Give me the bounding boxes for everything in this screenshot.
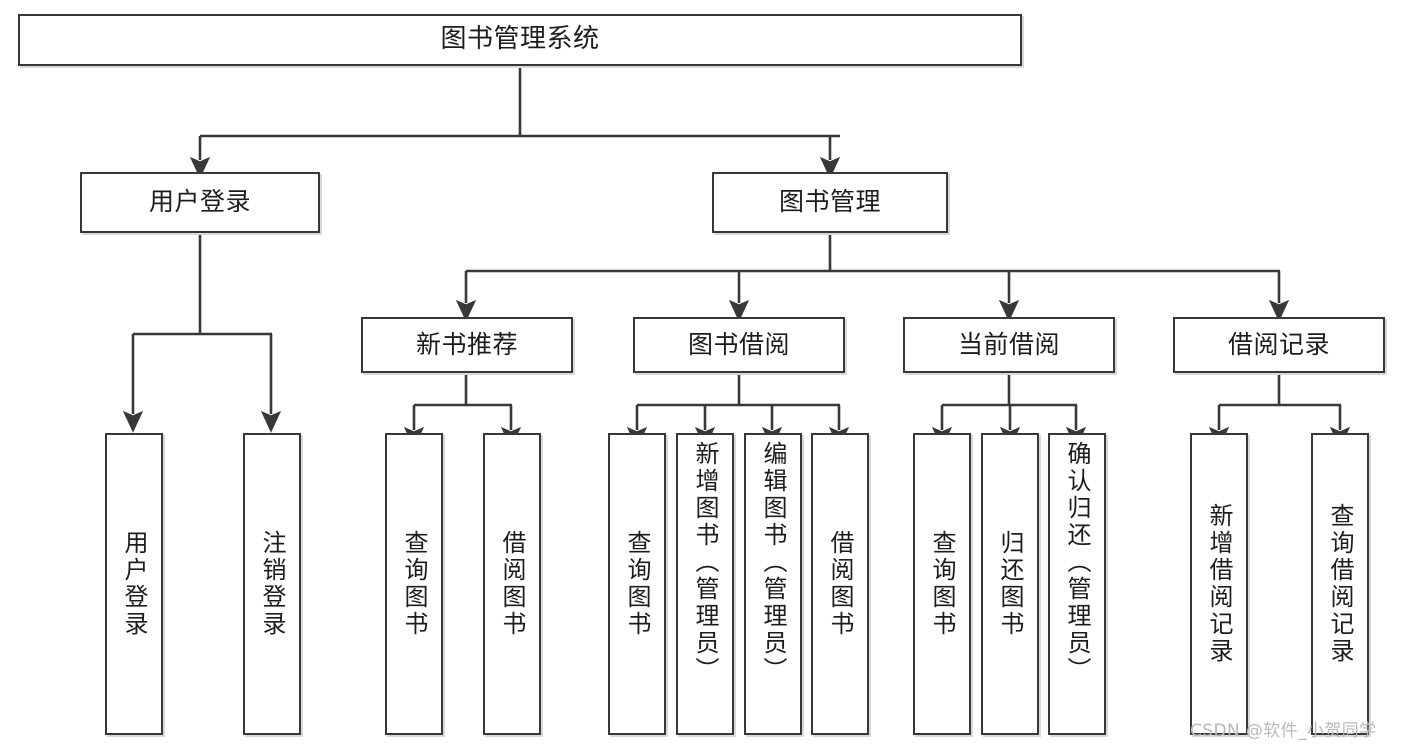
node-root-label: 图书管理系统 <box>440 24 600 55</box>
node-leaf-query-book-2[interactable]: 查询图书 <box>608 433 666 735</box>
node-book-borrow-label: 图书借阅 <box>687 329 790 359</box>
node-leaf-edit-book-label: 编辑图书（管理员） <box>759 441 787 684</box>
node-book-manage[interactable]: 图书管理 <box>712 172 948 233</box>
node-leaf-confirm-return-label: 确认归还（管理员） <box>1063 441 1091 684</box>
node-borrow-record-label: 借阅记录 <box>1227 329 1330 359</box>
node-current-borrow-label: 当前借阅 <box>957 329 1060 359</box>
node-leaf-query-book-2-label: 查询图书 <box>623 530 651 638</box>
node-leaf-query-book-3-label: 查询图书 <box>928 530 956 638</box>
node-leaf-edit-book[interactable]: 编辑图书（管理员） <box>744 433 802 735</box>
node-leaf-query-book-1[interactable]: 查询图书 <box>385 433 443 735</box>
node-borrow-record[interactable]: 借阅记录 <box>1173 317 1385 373</box>
node-leaf-query-record[interactable]: 查询借阅记录 <box>1311 433 1369 735</box>
node-leaf-borrow-book-1-label: 借阅图书 <box>498 530 526 638</box>
node-leaf-add-book[interactable]: 新增图书（管理员） <box>676 433 734 735</box>
node-leaf-add-book-label: 新增图书（管理员） <box>691 441 719 684</box>
node-book-borrow[interactable]: 图书借阅 <box>633 317 845 373</box>
node-leaf-confirm-return[interactable]: 确认归还（管理员） <box>1048 433 1106 735</box>
node-leaf-query-record-label: 查询借阅记录 <box>1326 503 1354 665</box>
node-current-borrow[interactable]: 当前借阅 <box>903 317 1115 373</box>
node-leaf-logout[interactable]: 注销登录 <box>243 433 301 735</box>
node-user-login-label: 用户登录 <box>148 187 251 217</box>
node-user-login[interactable]: 用户登录 <box>80 172 320 233</box>
node-leaf-user-login-label: 用户登录 <box>120 530 148 638</box>
node-new-book-rec[interactable]: 新书推荐 <box>361 317 573 373</box>
node-root[interactable]: 图书管理系统 <box>18 14 1022 66</box>
csdn-watermark: CSDN @软件_小贺同学 <box>1190 721 1377 741</box>
node-leaf-query-book-3[interactable]: 查询图书 <box>913 433 971 735</box>
node-leaf-add-record-label: 新增借阅记录 <box>1205 503 1233 665</box>
node-leaf-query-book-1-label: 查询图书 <box>400 530 428 638</box>
node-leaf-borrow-book-2-label: 借阅图书 <box>826 530 854 638</box>
node-leaf-user-login[interactable]: 用户登录 <box>105 433 163 735</box>
node-book-manage-label: 图书管理 <box>778 187 881 217</box>
node-new-book-rec-label: 新书推荐 <box>415 329 518 359</box>
node-leaf-return-book-label: 归还图书 <box>996 530 1024 638</box>
node-leaf-borrow-book-2[interactable]: 借阅图书 <box>811 433 869 735</box>
node-leaf-add-record[interactable]: 新增借阅记录 <box>1190 433 1248 735</box>
node-leaf-borrow-book-1[interactable]: 借阅图书 <box>483 433 541 735</box>
node-leaf-logout-label: 注销登录 <box>258 530 286 638</box>
node-leaf-return-book[interactable]: 归还图书 <box>981 433 1039 735</box>
